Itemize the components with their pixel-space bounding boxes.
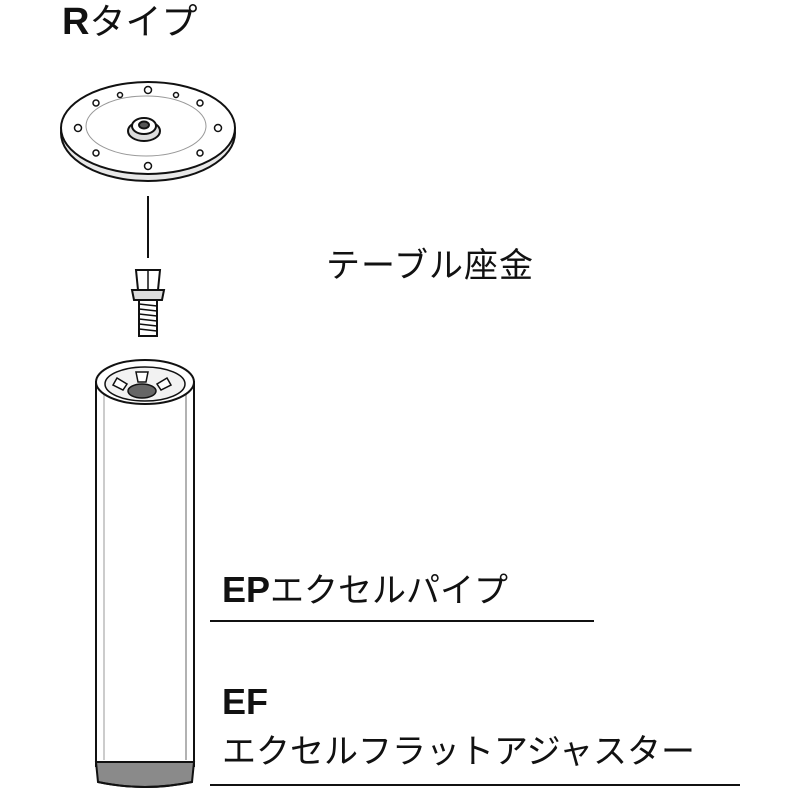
adjuster-code: EF — [222, 681, 269, 722]
diagram-title: Rタイプ — [62, 0, 197, 45]
pipe-label-underline — [210, 620, 594, 622]
pipe-name: エクセルパイプ — [270, 571, 509, 611]
bolt-icon — [130, 269, 166, 337]
pipe-icon — [95, 359, 195, 767]
adjuster-name: エクセルフラットアジャスター — [222, 732, 695, 772]
adjuster-label-underline — [210, 784, 740, 786]
adjuster-foot-icon — [94, 761, 196, 788]
pipe-code: EP — [222, 569, 271, 610]
table-seat-label: テーブル座金 — [326, 246, 534, 286]
table-seat-plate-icon — [60, 81, 236, 182]
title-suffix: タイプ — [89, 2, 198, 43]
pipe-label: EPエクセルパイプ — [222, 568, 508, 613]
title-prefix: R — [62, 1, 90, 43]
